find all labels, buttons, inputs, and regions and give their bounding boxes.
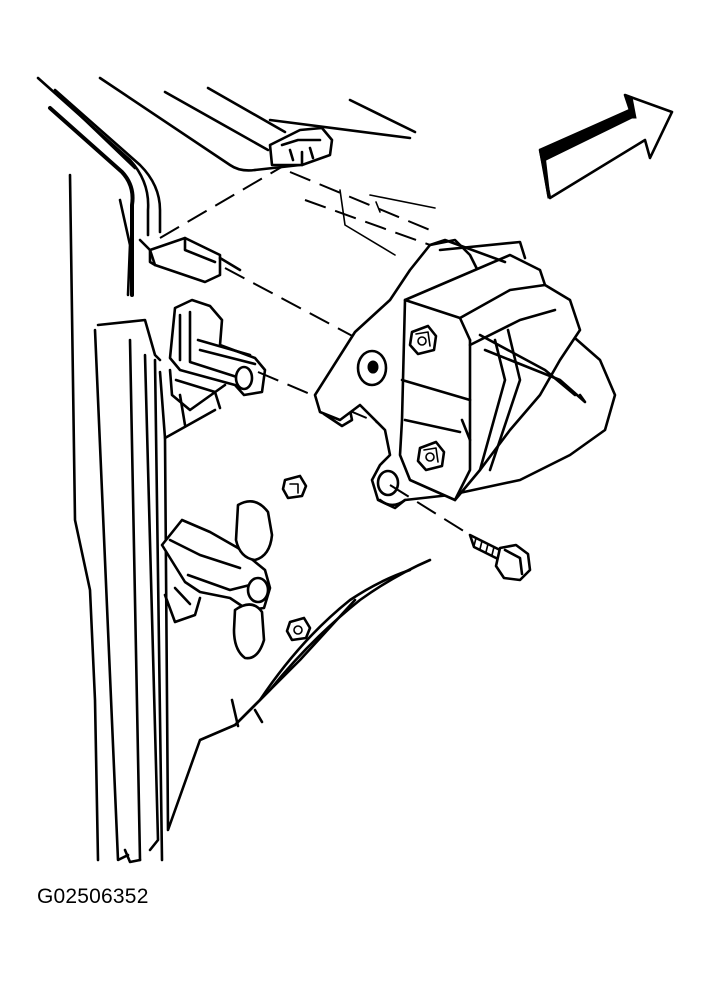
nut-upper <box>281 474 308 500</box>
upper-hinge <box>168 298 267 427</box>
latch-housing <box>376 238 587 507</box>
hex-bolt <box>389 484 532 582</box>
wheel-arch <box>230 558 432 728</box>
upper-body-panel <box>36 76 417 297</box>
figure-code-label: G02506352 <box>37 885 149 908</box>
upper-bracket <box>138 126 334 284</box>
lower-hinge <box>160 500 274 660</box>
direction-arrow-icon <box>538 93 674 200</box>
nut-lower <box>285 616 312 642</box>
